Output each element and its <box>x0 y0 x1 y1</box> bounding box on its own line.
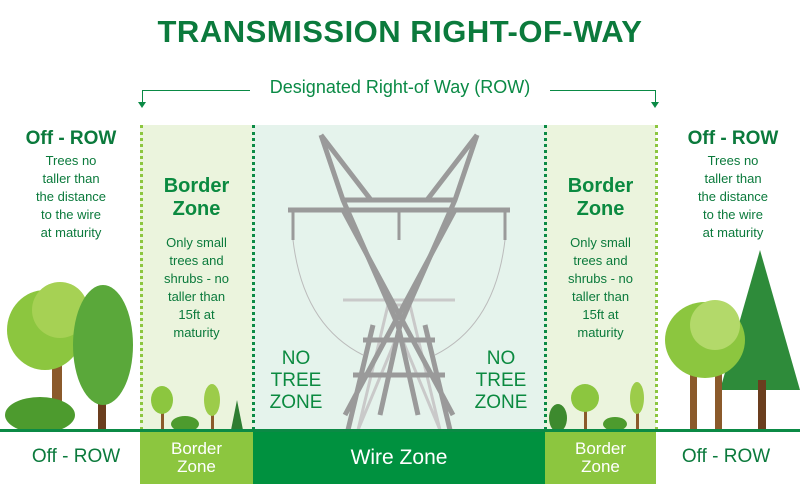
off-row-text-left: Trees no taller than the distance to the… <box>6 152 136 242</box>
text-line: taller than <box>704 171 762 186</box>
text-line: TREE <box>475 370 527 391</box>
text-line: Border <box>574 439 627 458</box>
bottom-wire-zone: Wire Zone <box>253 432 545 484</box>
arrow-down-icon <box>651 102 659 108</box>
text-line: to the wire <box>41 207 101 222</box>
text-line: Zone <box>581 457 620 476</box>
heading-line: Border <box>567 175 634 197</box>
text-line: taller than <box>167 289 226 304</box>
text-line: Trees no <box>707 153 759 168</box>
text-line: shrubs - no <box>163 271 230 286</box>
border-zone-right <box>545 125 656 430</box>
text-line: NO <box>281 348 311 369</box>
text-line: Only small <box>570 235 631 250</box>
transmission-tower-illustration <box>288 133 510 430</box>
border-zone-left <box>140 125 253 430</box>
small-trees-left-illustration <box>151 384 243 430</box>
zone-divider <box>655 125 658 430</box>
zone-divider <box>544 125 547 430</box>
row-arrow-line-right <box>548 90 656 91</box>
text-line: TREE <box>270 370 322 391</box>
text-line: 15ft at <box>582 307 619 322</box>
row-label: Designated Right-of Way (ROW) <box>250 77 550 98</box>
text-line: shrubs - no <box>567 271 634 286</box>
wire-zone-area <box>253 125 545 430</box>
text-line: Zone <box>177 457 216 476</box>
text-line: Border <box>170 439 223 458</box>
bottom-off-row-right: Off - ROW <box>681 446 771 467</box>
ground-line <box>0 429 800 432</box>
zone-divider <box>252 125 255 430</box>
text-line: the distance <box>697 189 769 204</box>
text-line: to the wire <box>703 207 763 222</box>
heading-line: Zone <box>576 198 625 220</box>
text-line: taller than <box>571 289 630 304</box>
border-zone-heading-left: Border Zone <box>140 175 253 221</box>
text-line: maturity <box>577 325 624 340</box>
heading-line: Border <box>163 175 230 197</box>
bottom-off-row-left: Off - ROW <box>31 446 121 467</box>
no-tree-zone-label-right: NO TREE ZONE <box>461 348 541 414</box>
page-title: TRANSMISSION RIGHT-OF-WAY <box>157 14 643 49</box>
large-trees-left-illustration <box>5 282 133 430</box>
bottom-border-zone-right: Border Zone <box>545 432 656 484</box>
border-zone-text-right: Only small trees and shrubs - no taller … <box>544 234 657 342</box>
row-arrow-line-left <box>142 90 252 91</box>
no-tree-zone-label-left: NO TREE ZONE <box>256 348 336 414</box>
heading-line: Zone <box>172 198 221 220</box>
text-line: at maturity <box>40 225 102 240</box>
border-zone-text-left: Only small trees and shrubs - no taller … <box>140 234 253 342</box>
off-row-heading-right: Off - ROW <box>687 128 779 149</box>
text-line: 15ft at <box>178 307 215 322</box>
zone-divider <box>140 125 143 430</box>
arrow-down-icon <box>138 102 146 108</box>
text-line: taller than <box>42 171 100 186</box>
text-line: at maturity <box>702 225 764 240</box>
small-trees-right-illustration <box>549 382 644 430</box>
arrow-right-stem <box>655 90 656 104</box>
text-line: NO <box>486 348 516 369</box>
text-line: ZONE <box>269 392 323 413</box>
bottom-border-zone-left: Border Zone <box>140 432 253 484</box>
text-line: maturity <box>173 325 220 340</box>
text-line: the distance <box>35 189 107 204</box>
off-row-heading-left: Off - ROW <box>25 128 117 149</box>
large-trees-right-illustration <box>665 250 800 430</box>
text-line: trees and <box>169 253 224 268</box>
text-line: ZONE <box>474 392 528 413</box>
border-zone-heading-right: Border Zone <box>544 175 657 221</box>
arrow-left-stem <box>142 90 143 104</box>
text-line: Only small <box>166 235 227 250</box>
text-line: trees and <box>573 253 628 268</box>
text-line: Trees no <box>45 153 97 168</box>
off-row-text-right: Trees no taller than the distance to the… <box>668 152 798 242</box>
